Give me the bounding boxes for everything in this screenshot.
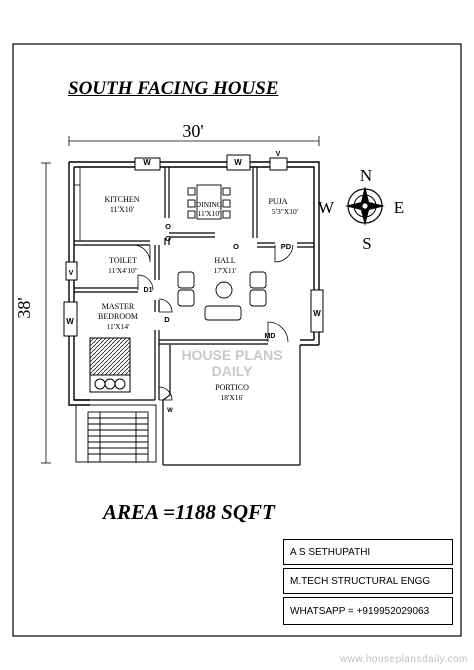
door-swings: [132, 244, 294, 401]
interior-walls: [74, 167, 314, 401]
puja-size: 5'3"X10': [272, 207, 299, 216]
designer-name: A S SETHUPATHI: [283, 539, 453, 565]
ventilator-label-puja: V: [276, 151, 281, 158]
kitchen-size: 11'X10': [110, 205, 135, 214]
designer-whatsapp: WHATSAPP = +919952029063: [283, 597, 453, 625]
ventilator-label-toilet: V: [69, 270, 74, 277]
opening-label-dining-hall: O: [233, 242, 239, 251]
compass-south: S: [362, 234, 371, 253]
opening-label-kitchen-hall: O: [165, 234, 171, 243]
puja-name: PUJA: [268, 197, 287, 206]
depth-dimension: [41, 162, 51, 464]
width-label: 30': [182, 121, 203, 141]
left-windows: [63, 261, 78, 337]
depth-label: 38': [14, 297, 34, 318]
portico-size: 18'X16': [220, 393, 244, 402]
bedroom-door-label: D: [164, 315, 170, 324]
kitchen-counter: [74, 167, 81, 241]
compass-west: W: [318, 198, 335, 217]
kitchen-name: KITCHEN: [104, 195, 139, 204]
right-window: [310, 289, 324, 333]
window-label-kitchen: W: [143, 158, 151, 167]
plan-title: SOUTH FACING HOUSE: [68, 78, 279, 99]
hall-size: 17'X11': [214, 266, 237, 275]
top-windows: [134, 154, 288, 171]
portico-window-label: W: [167, 408, 173, 414]
bedroom-name-2: BEDROOM: [98, 312, 138, 321]
staircase: [75, 404, 157, 463]
compass-north: N: [360, 166, 372, 185]
watermark-line1: HOUSE PLANS: [181, 347, 282, 363]
portico: [162, 345, 301, 466]
main-door-label: MD: [265, 333, 276, 340]
window-label-hall: W: [313, 309, 321, 318]
compass-east: E: [394, 198, 404, 217]
opening-label-kitchen-dining: O: [165, 222, 171, 231]
designer-qualification: M.TECH STRUCTURAL ENGG: [283, 568, 453, 594]
dining-size: 11'X10': [198, 209, 221, 218]
dining-name: DINING: [196, 200, 223, 209]
portico-name: PORTICO: [215, 383, 249, 392]
toilet-name: TOILET: [109, 256, 137, 265]
window-label-dining: W: [234, 158, 242, 167]
dining-table: [187, 184, 231, 220]
window-label-bedroom: W: [66, 317, 74, 326]
bedroom-size: 11'X14': [107, 322, 130, 331]
hall-name: HALL: [214, 256, 235, 265]
toilet-size: 11'X4'10": [108, 266, 138, 275]
hall-sofa: [177, 271, 267, 321]
sheet-border: [12, 43, 462, 637]
master-bed: [89, 337, 131, 393]
toilet-door-label: D1: [144, 287, 153, 294]
width-dimension: [68, 136, 320, 146]
watermark-line2: DAILY: [212, 363, 253, 379]
compass-rose-icon: [345, 186, 385, 226]
bedroom-name-1: MASTER: [102, 302, 135, 311]
puja-door-label: PD: [281, 242, 292, 251]
exterior-walls: [68, 161, 320, 406]
area-label: AREA =1188 SQFT: [103, 500, 275, 524]
website-watermark: www.houseplansdaily.com: [339, 654, 468, 665]
